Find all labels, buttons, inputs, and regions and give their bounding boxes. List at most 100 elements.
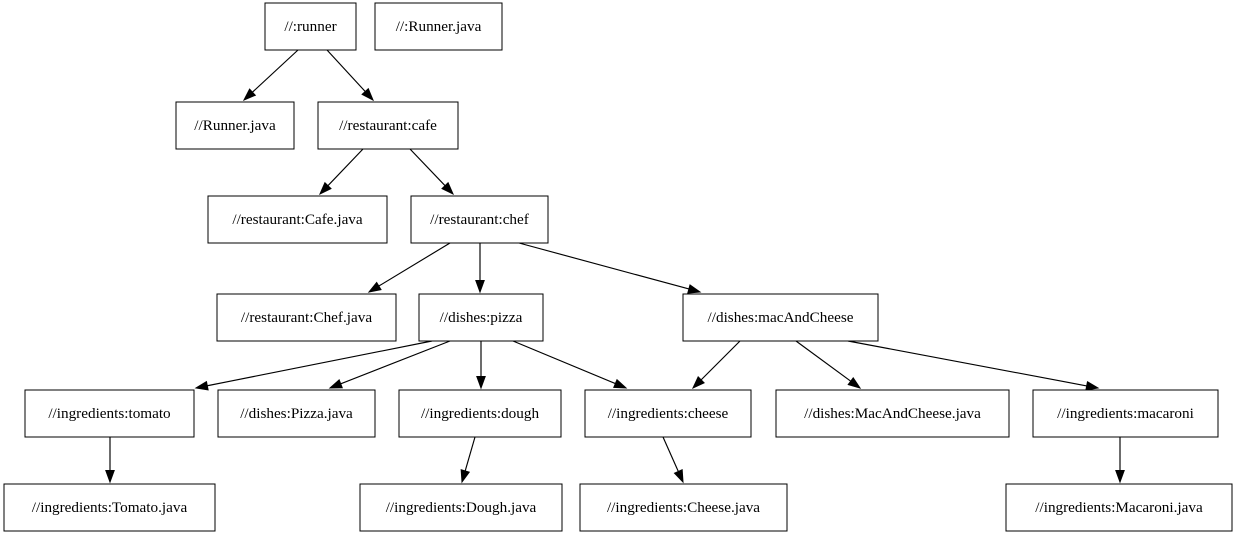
edge-arrowhead-icon	[691, 376, 705, 390]
node-box[interactable]	[398, 389, 562, 438]
graph-edge	[367, 242, 451, 293]
node-box[interactable]	[175, 101, 295, 150]
edge-arrowhead-icon	[673, 469, 684, 484]
edge-layer	[105, 49, 1125, 484]
edge-arrowhead-icon	[687, 284, 702, 294]
node-label: //:Runner.java	[396, 18, 482, 35]
node-box[interactable]	[317, 101, 459, 150]
graph-edge	[460, 436, 476, 484]
node-label: //dishes:macAndCheese	[708, 309, 854, 326]
graph-node-macncheese_java[interactable]: //dishes:MacAndCheese.java	[775, 389, 1010, 438]
graph-edge	[476, 341, 486, 390]
node-box[interactable]	[216, 293, 397, 342]
graph-edge	[512, 340, 628, 389]
graph-node-runner_java_root[interactable]: //:Runner.java	[374, 2, 503, 51]
node-box[interactable]	[1032, 389, 1219, 438]
edge-arrowhead-icon	[441, 181, 455, 196]
node-box[interactable]	[24, 389, 195, 438]
graph-node-dishes_pizza[interactable]: //dishes:pizza	[418, 293, 544, 342]
graph-edge	[662, 436, 684, 484]
node-box[interactable]	[374, 2, 503, 51]
node-label: //dishes:Pizza.java	[240, 405, 353, 422]
graph-node-cheese_java[interactable]: //ingredients:Cheese.java	[579, 483, 788, 532]
graph-node-dishes_macncheese[interactable]: //dishes:macAndCheese	[682, 293, 879, 342]
node-box[interactable]	[579, 483, 788, 532]
edge-line	[518, 242, 690, 290]
graph-edge	[194, 340, 433, 391]
edge-line	[409, 148, 446, 187]
graph-node-chef_java[interactable]: //restaurant:Chef.java	[216, 293, 397, 342]
edge-line	[512, 340, 616, 385]
node-box[interactable]	[410, 195, 549, 244]
node-label: //ingredients:Macaroni.java	[1035, 499, 1203, 516]
node-label: //ingredients:tomato	[48, 405, 171, 422]
node-label: //ingredients:Tomato.java	[32, 499, 188, 516]
edge-arrowhead-icon	[847, 376, 862, 389]
edge-line	[252, 49, 299, 93]
edge-line	[207, 340, 433, 387]
node-label: //Runner.java	[194, 117, 276, 134]
graph-edge	[847, 340, 1100, 391]
graph-node-restaurant_chef[interactable]: //restaurant:chef	[410, 195, 549, 244]
node-label: //ingredients:Cheese.java	[607, 499, 760, 516]
edge-arrowhead-icon	[318, 181, 332, 196]
graph-node-restaurant_cafe[interactable]: //restaurant:cafe	[317, 101, 459, 150]
graph-edge	[795, 340, 862, 389]
graph-edge	[409, 148, 455, 196]
graph-edge	[326, 49, 374, 102]
node-label: //restaurant:cafe	[339, 117, 437, 134]
edge-arrowhead-icon	[460, 469, 471, 484]
node-label: //:runner	[284, 18, 336, 35]
edge-arrowhead-icon	[1115, 470, 1125, 484]
graph-edge	[691, 340, 741, 390]
node-label: //restaurant:Cafe.java	[232, 211, 363, 228]
node-box[interactable]	[207, 195, 388, 244]
node-box[interactable]	[418, 293, 544, 342]
graph-node-tomato_java[interactable]: //ingredients:Tomato.java	[3, 483, 216, 532]
node-layer: //:runner //:Runner.java //Runner.java //re…	[3, 2, 1233, 532]
node-box[interactable]	[217, 389, 376, 438]
graph-node-dough_java[interactable]: //ingredients:Dough.java	[359, 483, 563, 532]
node-label: //ingredients:cheese	[608, 405, 729, 422]
graph-edge	[1115, 437, 1125, 484]
node-box[interactable]	[3, 483, 216, 532]
edge-line	[795, 340, 852, 382]
edge-line	[327, 148, 364, 187]
graph-node-macaroni_java[interactable]: //ingredients:Macaroni.java	[1005, 483, 1233, 532]
edge-line	[847, 340, 1087, 387]
graph-node-pizza_java[interactable]: //dishes:Pizza.java	[217, 389, 376, 438]
graph-node-runner[interactable]: //:runner	[264, 2, 357, 51]
node-label: //restaurant:chef	[430, 211, 530, 228]
node-label: //ingredients:dough	[421, 405, 540, 422]
node-box[interactable]	[1005, 483, 1233, 532]
edge-arrowhead-icon	[105, 470, 115, 484]
graph-node-ing_cheese[interactable]: //ingredients:cheese	[584, 389, 752, 438]
graph-edge	[318, 148, 364, 196]
node-box[interactable]	[359, 483, 563, 532]
edge-arrowhead-icon	[476, 376, 486, 390]
node-label: //restaurant:Chef.java	[241, 309, 372, 326]
edge-line	[464, 436, 476, 472]
graph-edge	[518, 242, 702, 294]
edge-arrowhead-icon	[1085, 380, 1100, 391]
edge-line	[326, 49, 366, 92]
edge-arrowhead-icon	[367, 281, 382, 293]
edge-arrowhead-icon	[242, 88, 257, 101]
graph-node-cafe_java[interactable]: //restaurant:Cafe.java	[207, 195, 388, 244]
node-box[interactable]	[682, 293, 879, 342]
graph-node-runner_java[interactable]: //Runner.java	[175, 101, 295, 150]
edge-arrowhead-icon	[328, 379, 343, 389]
node-label: //dishes:MacAndCheese.java	[804, 405, 981, 422]
node-box[interactable]	[584, 389, 752, 438]
node-box[interactable]	[264, 2, 357, 51]
edge-line	[662, 436, 679, 472]
node-label: //ingredients:Dough.java	[386, 499, 537, 516]
node-box[interactable]	[775, 389, 1010, 438]
edge-line	[700, 340, 741, 381]
graph-node-ing_dough[interactable]: //ingredients:dough	[398, 389, 562, 438]
graph-node-ing_tomato[interactable]: //ingredients:tomato	[24, 389, 195, 438]
node-label: //ingredients:macaroni	[1057, 405, 1194, 422]
graph-node-ing_macaroni[interactable]: //ingredients:macaroni	[1032, 389, 1219, 438]
graph-edge	[475, 243, 485, 294]
